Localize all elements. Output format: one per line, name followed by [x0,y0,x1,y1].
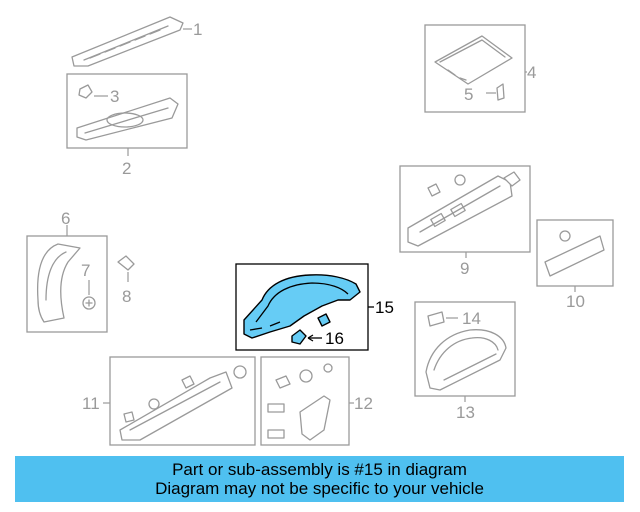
banner-line-2: Diagram may not be specific to your vehi… [155,479,484,498]
part-14-clip[interactable]: 14 [427,309,481,328]
callout-12: 12 [354,394,373,413]
callout-9: 9 [460,259,469,278]
callout-2: 2 [122,159,131,178]
group-box-11: 11 [82,356,256,446]
callout-13: 13 [456,403,475,422]
part-7-screw[interactable]: 7 [81,261,96,310]
group-box-15-16-highlighted[interactable]: 16 15 [235,263,394,351]
group-box-2-3: 3 2 [66,73,188,178]
group-box-4-5: 5 4 [424,24,536,113]
group-box-10: 10 [536,219,614,311]
callout-15: 15 [375,298,394,317]
group-box-6-7: 6 7 [26,209,108,333]
callout-7: 7 [81,261,90,280]
callout-16: 16 [325,329,344,348]
part-15-instrument-panel-bezel[interactable] [243,274,361,339]
part-1-upper-trim[interactable]: 1 [71,16,202,67]
group-box-12: 12 [260,356,373,446]
part-3-clip[interactable]: 3 [78,84,119,106]
part-5-clip[interactable]: 5 [464,83,505,104]
group-box-13-14: 14 13 [414,301,516,422]
callout-3: 3 [110,87,119,106]
callout-14: 14 [462,309,481,328]
callout-1: 1 [193,20,202,39]
info-banner: Part or sub-assembly is #15 in diagram D… [15,456,624,502]
callout-4: 4 [527,63,536,82]
callout-11: 11 [82,394,100,413]
banner-line-1: Part or sub-assembly is #15 in diagram [172,460,467,479]
part-8-clip[interactable]: 8 [117,255,135,306]
parts-diagram: 1 3 2 5 4 6 [26,16,614,446]
callout-8: 8 [122,287,131,306]
callout-10: 10 [566,292,585,311]
part-16-clip[interactable]: 16 [291,329,344,348]
callout-6: 6 [61,209,70,228]
callout-5: 5 [464,85,473,104]
group-box-9: 9 [399,165,531,278]
